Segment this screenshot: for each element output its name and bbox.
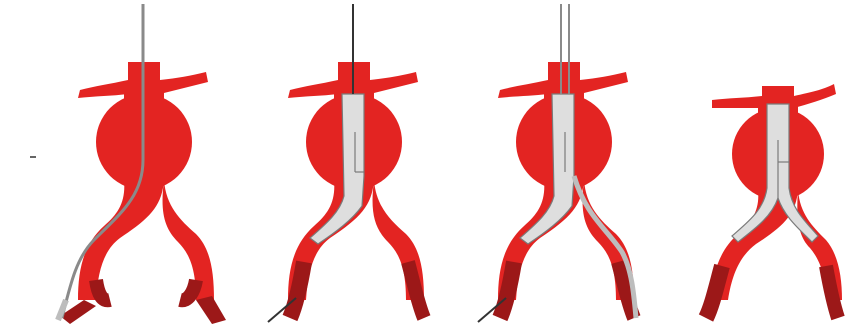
aorta-vessel (30, 62, 226, 324)
panel-step-2 (268, 4, 424, 322)
panel-step-3 (478, 4, 636, 322)
panel-step-1 (30, 4, 226, 324)
panel-step-4 (706, 84, 842, 318)
